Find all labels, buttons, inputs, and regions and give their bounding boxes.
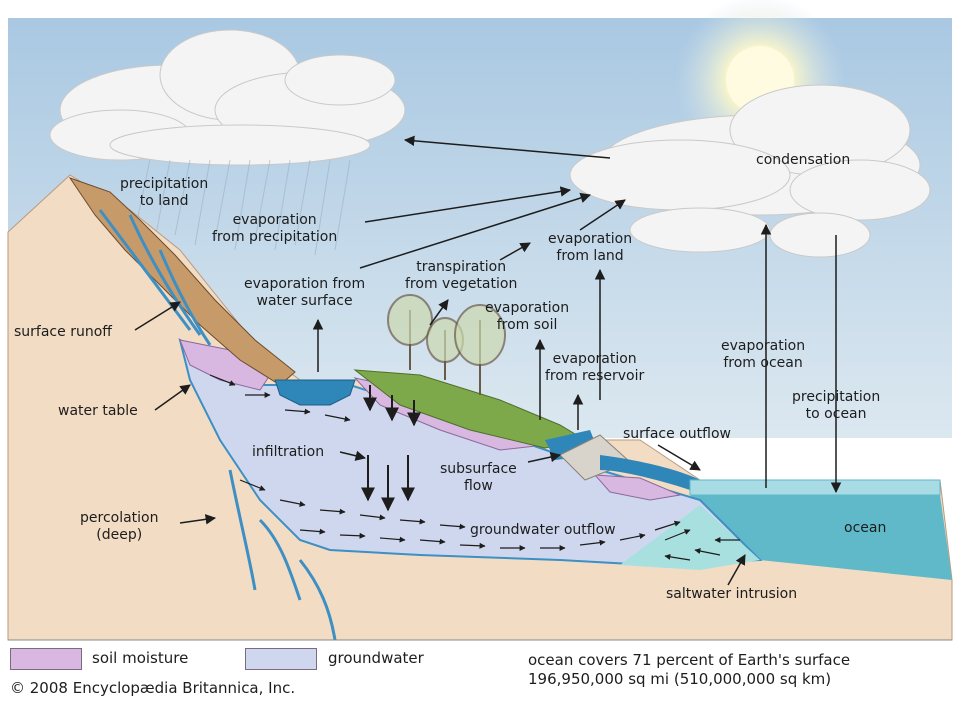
saltwater-wedge — [620, 505, 760, 570]
label-evaporation-from-precipitation: evaporation from precipitation — [212, 212, 338, 245]
arrow-transpiration-2 — [499, 242, 531, 261]
rain — [134, 159, 351, 256]
arrow-saltwater — [727, 554, 746, 586]
arrow-evap-precip — [364, 186, 572, 223]
arrow-percolation — [179, 514, 217, 525]
arrow-evap-water — [359, 192, 592, 269]
label-surface-outflow: surface outflow — [623, 426, 731, 442]
groundwater-arrows — [209, 374, 740, 561]
label-infiltration: infiltration — [252, 444, 325, 460]
arrow-surface-outflow — [657, 444, 701, 471]
process-arrows — [134, 135, 842, 586]
water-surface-pond — [274, 379, 356, 406]
label-precipitation-to-ocean: precipitation to ocean — [792, 389, 881, 422]
label-evaporation-from-reservoir: evaporation from reservoir — [545, 351, 645, 384]
rock-slope — [68, 177, 296, 386]
label-groundwater-outflow: groundwater outflow — [470, 522, 616, 538]
legend-soil-moisture-label: soil moisture — [92, 649, 189, 667]
label-evaporation-from-soil: evaporation from soil — [485, 300, 570, 333]
label-evaporation-from-ocean: evaporation from ocean — [721, 338, 806, 371]
trees — [387, 294, 506, 395]
infiltration-arrows — [361, 385, 421, 512]
legend-groundwater-swatch — [245, 648, 317, 670]
legend-soil-moisture-swatch — [10, 648, 82, 670]
label-subsurface-flow: subsurface flow — [440, 461, 517, 494]
label-transpiration-from-vegetation: transpiration from vegetation — [405, 259, 518, 292]
surface-outflow-stream — [600, 455, 710, 490]
label-evaporation-from-land: evaporation from land — [548, 231, 633, 264]
arrow-subsurface — [527, 451, 562, 463]
arrow-surface-runoff — [134, 301, 181, 331]
ocean-fact-line1: ocean covers 71 percent of Earth's surfa… — [528, 651, 851, 669]
label-surface-runoff: surface runoff — [14, 324, 112, 340]
arrow-infiltration-label — [339, 450, 367, 461]
streams — [98, 209, 337, 641]
ocean-front — [690, 495, 952, 580]
label-water-table: water table — [58, 403, 138, 419]
label-evaporation-from-water-surface: evaporation from water surface — [244, 276, 366, 309]
ocean-surface — [689, 479, 941, 496]
label-precipitation-to-land: precipitation to land — [120, 176, 209, 209]
soil-moisture-right — [593, 474, 682, 501]
legend-groundwater-label: groundwater — [328, 649, 424, 667]
label-ocean: ocean — [844, 520, 887, 536]
label-percolation-deep: percolation (deep) — [80, 510, 159, 543]
arrow-transpiration — [429, 299, 449, 326]
ocean-fact-line2: 196,950,000 sq mi (510,000,000 sq km) — [528, 670, 832, 688]
cloud-right — [569, 84, 931, 258]
arrow-water-table — [154, 384, 191, 411]
label-saltwater-intrusion: saltwater intrusion — [666, 586, 798, 602]
label-condensation: condensation — [756, 152, 851, 168]
arrow-evap-land — [579, 199, 626, 231]
copyright: © 2008 Encyclopædia Britannica, Inc. — [10, 679, 296, 697]
cloud-left — [49, 29, 406, 166]
arrow-cloud-to-cloud — [403, 135, 611, 159]
